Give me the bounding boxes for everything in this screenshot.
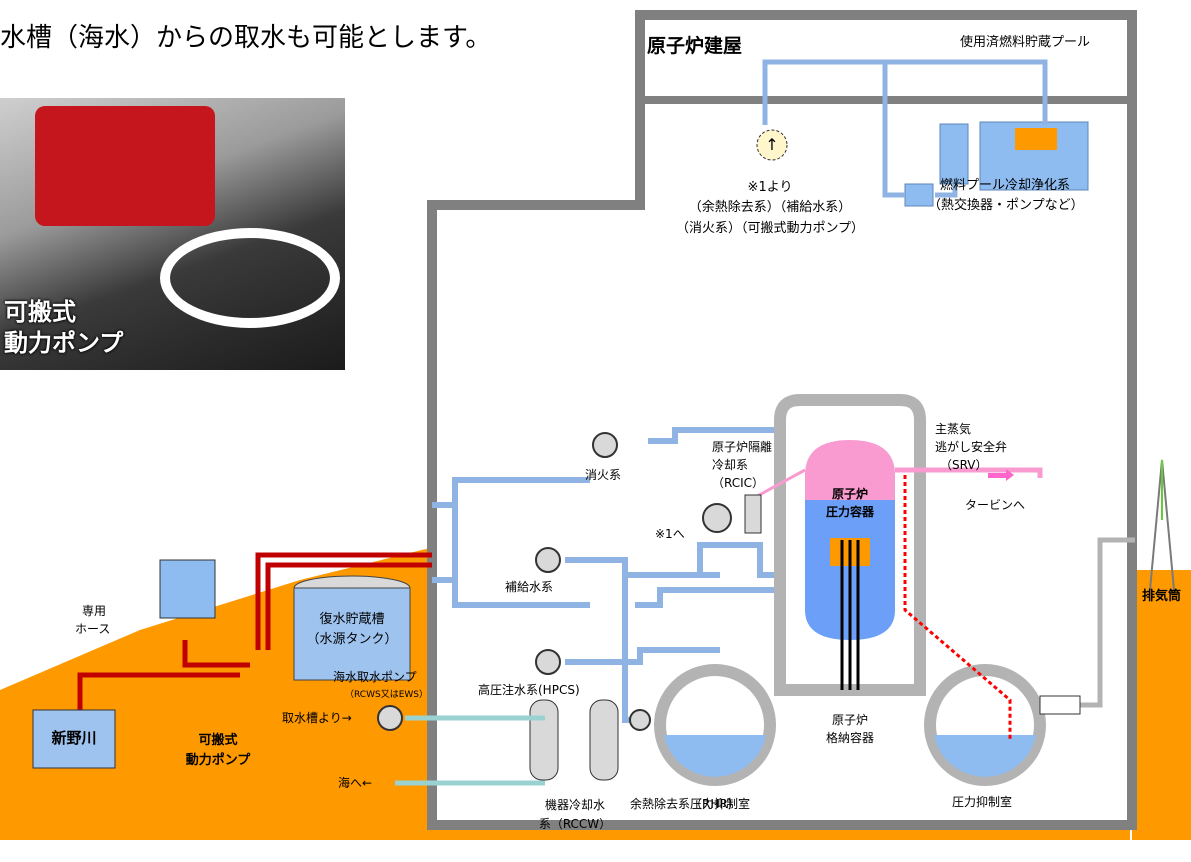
rcic-label-3: （RCIC） (712, 476, 765, 490)
turbine-arrow-head (1006, 469, 1014, 481)
fpc-label-2: （熱交換器・ポンプなど） (928, 198, 1084, 213)
upper-pipes (762, 59, 1048, 198)
river-box (32, 709, 116, 769)
srv-label-1: 主蒸気 (935, 422, 972, 436)
seawater-pump-sub: （RCWS又はEWS） (345, 690, 428, 700)
to-sea-label: 海へ← (338, 776, 373, 790)
rpv-label-1: 原子炉 (831, 487, 868, 501)
from-note-2: （余熱除去系）（補給水系） (688, 200, 852, 215)
photo-caption-1: 可搬式 (4, 298, 76, 326)
portable-pump-photo (0, 98, 345, 370)
from-note-1: ※1より (747, 180, 793, 195)
injection-point (756, 129, 788, 161)
rccw-label-2: 系（RCCW） (538, 817, 612, 831)
hx-1 (529, 699, 559, 781)
rpv-label-2: 圧力容器 (825, 505, 874, 519)
rcic-turbine (744, 494, 762, 534)
stack-valve (1039, 695, 1081, 715)
srv-label-2: 逃がし安全弁 (935, 440, 1008, 454)
rcic-pump (702, 503, 732, 533)
water-tank-top (159, 559, 216, 619)
portable-pump-hoses (77, 552, 432, 710)
hose-label-2: ホース (75, 622, 111, 636)
hose-label-1: 専用 (82, 604, 107, 618)
hx-2 (589, 699, 619, 781)
suppression-left-label: 圧力抑制室 (690, 797, 751, 811)
pool-heat-exchanger (939, 123, 969, 185)
rhr-label: 余熱除去系（RHR） (630, 797, 740, 811)
makeup-pump (535, 547, 561, 573)
rpv-pink (805, 440, 895, 500)
seawater-pump (377, 705, 403, 731)
turbine-arrow (988, 473, 1006, 478)
fpc-label-1: 燃料プール冷却浄化系 (940, 178, 1071, 193)
turbine-label: タービンへ (965, 498, 1026, 512)
from-note-3: （消火系）（可搬式動力ポンプ） (675, 221, 865, 236)
cst-tank (293, 587, 411, 681)
header-title: 水槽（海水）からの取水も可能とします。 (0, 23, 492, 53)
water-left (664, 735, 766, 777)
ground-stack (1132, 570, 1191, 840)
hose-roll (160, 228, 340, 328)
srv-line (903, 475, 1012, 740)
hpcs-pump (535, 649, 561, 675)
cst-label-1: 復水貯蔵槽 (319, 612, 385, 627)
photo-caption-2: 動力ポンプ (4, 329, 124, 357)
cst-label-2: （水源タンク） (306, 632, 398, 647)
portable-label-2: 動力ポンプ (185, 753, 251, 768)
rcic-label-2: 冷却系 (712, 458, 749, 472)
stack-label: 排気筒 (1142, 589, 1182, 604)
fire-pump (592, 432, 618, 458)
stack-tower (1149, 459, 1175, 591)
pcv-label-2: 格納容器 (825, 731, 874, 745)
portable-label-1: 可搬式 (198, 733, 238, 748)
pcv-label-1: 原子炉 (831, 713, 868, 727)
pump-body (35, 106, 215, 226)
water-right (934, 735, 1036, 777)
fire-system-label: 消火系 (585, 468, 622, 482)
to-note: ※1へ (655, 527, 685, 541)
control-rods (840, 540, 860, 690)
srv-label-3: （SRV） (940, 458, 988, 472)
fuel-assembly-block (1015, 128, 1057, 150)
seawater-pump-label: 海水取水ポンプ (333, 670, 417, 684)
seawater-lines (395, 715, 545, 786)
suppression-right-label: 圧力抑制室 (952, 795, 1013, 809)
building-label: 原子炉建屋 (647, 35, 743, 57)
rcic-label-1: 原子炉隔離 (712, 440, 773, 454)
hpcs-label: 高圧注水系(HPCS) (478, 683, 580, 697)
stack-duct (1080, 537, 1135, 708)
pumps (377, 432, 732, 731)
fuel-pool-label: 使用済燃料貯蔵プール (960, 35, 1091, 50)
rccw-label-1: 機器冷却水 (544, 798, 605, 812)
river-label: 新野川 (51, 729, 97, 747)
rhr-pump (629, 709, 651, 731)
main-steam-line (895, 467, 1043, 478)
makeup-system-label: 補給水系 (505, 580, 554, 594)
injection-arrow: ↑ (765, 135, 778, 154)
from-intake-label: 取水槽より→ (282, 711, 352, 725)
